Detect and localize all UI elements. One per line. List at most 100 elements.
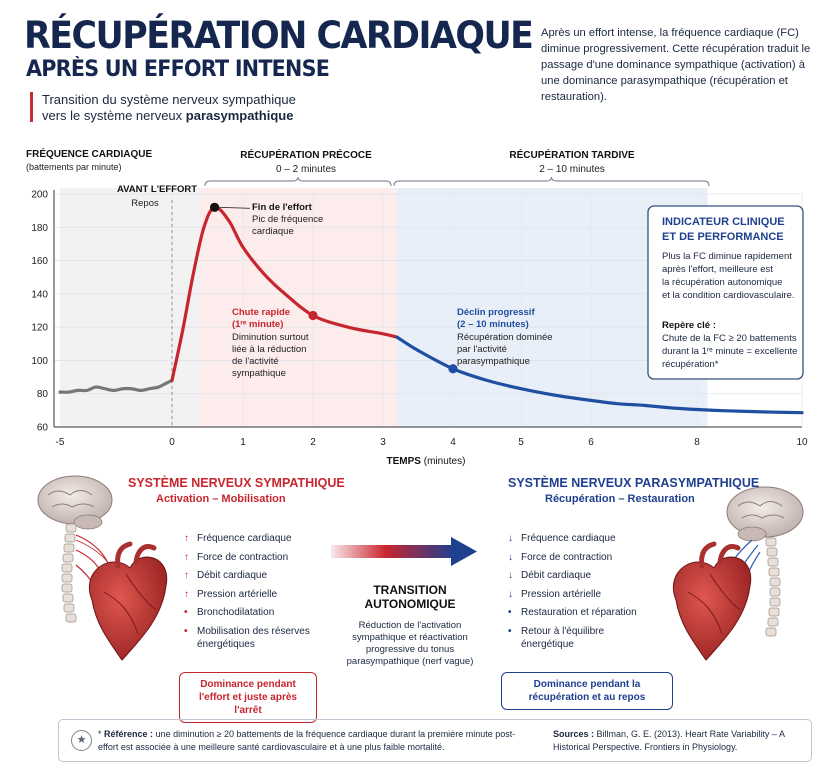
indicator-box: INDICATEUR CLINIQUE ET DE PERFORMANCE Plus… <box>647 205 804 380</box>
parasympathetic-effect-label: Pression artérielle <box>521 588 602 600</box>
parasympathetic-dominance-box: Dominance pendant la récupération et au … <box>501 672 673 710</box>
sympathetic-effect-item: ↑ Fréquence cardiaque <box>184 532 324 545</box>
phase-label-late: RÉCUPÉRATION TARDIVE <box>509 148 635 161</box>
y-axis-label: FRÉQUENCE CARDIAQUE <box>26 147 152 160</box>
bullet-icon: • <box>508 607 512 619</box>
y-tick-label: 160 <box>31 256 48 267</box>
series-line-rest <box>58 378 174 394</box>
transition-arrow-icon <box>331 537 477 566</box>
x-axis-unit: (minutes) <box>424 456 466 467</box>
y-tick-label: 200 <box>31 190 48 201</box>
parasympathetic-effect-item: ↓Débit cardiaque <box>508 569 643 582</box>
sympathetic-effect-label: Mobilisation des réserves énergétiques <box>197 625 310 650</box>
annotation-slow-text: Récupération dominée <box>457 332 553 343</box>
parasympathetic-effect-label: Force de contraction <box>521 551 613 563</box>
sympathetic-effect-label: Bronchodilatation <box>197 607 275 619</box>
sympathetic-effect-label: Pression artérielle <box>197 588 278 600</box>
sympathetic-effect-item: •Mobilisation des réserves énergétiques <box>184 625 324 651</box>
subtitle-line-2: vers le système nerveux parasympathique <box>42 108 293 123</box>
annotation-fast-text: de l'activité <box>232 356 279 367</box>
x-axis-label: TEMPS (minutes) <box>387 456 466 467</box>
indicator-key-line: durant la 1ʳᵉ minute = excellente <box>662 346 797 357</box>
x-tick-label: 1 <box>240 437 246 448</box>
sympathetic-effects-list: ↑ Fréquence cardiaque ↑ Force de contractio… <box>184 532 324 657</box>
indicator-title: ET DE PERFORMANCE <box>662 231 784 243</box>
phase-label-rest: AVANT L'EFFORT <box>117 184 197 195</box>
y-tick-label: 120 <box>31 323 48 334</box>
indicator-body-line: après l'effort, meilleure est <box>662 264 773 275</box>
parasympathetic-title: SYSTÈME NERVEUX PARASYMPATHIQUE <box>508 476 760 490</box>
y-tick-label: 180 <box>31 223 48 234</box>
sympathetic-subtitle: Activation – Mobilisation <box>156 493 286 505</box>
indicator-body-line: et la condition cardiovasculaire. <box>662 290 795 301</box>
reference-text: une diminution ≥ 20 battements de la fré… <box>98 729 516 752</box>
peak-leader-line <box>219 206 251 209</box>
spine-icon <box>61 523 77 623</box>
indicator-key-line: récupération* <box>662 359 719 370</box>
arrow-down-icon: ↓ <box>508 533 513 544</box>
annotation-slow-title: Déclin progressif <box>457 307 535 318</box>
sympathetic-title: SYSTÈME NERVEUX SYMPATHIQUE <box>128 476 345 490</box>
phase-sublabel-early: 0 – 2 minutes <box>276 164 336 175</box>
annotation-peak-title: Fin de l'effort <box>252 202 313 213</box>
subtitle-accent-bar <box>30 92 33 122</box>
x-tick-label: 2 <box>310 437 316 448</box>
annotation-slow-text: par l'activité <box>457 344 507 355</box>
phase-sublabel-late: 2 – 10 minutes <box>539 164 605 175</box>
arrow-up-icon: ↑ <box>184 551 189 563</box>
chart-series <box>58 205 804 415</box>
annotation-fast-title: (1ʳᵉ minute) <box>232 319 283 330</box>
heart-left-icon <box>89 541 168 661</box>
x-tick-label: -5 <box>56 437 65 448</box>
chart-markers <box>210 202 458 374</box>
phase-zones <box>60 188 708 427</box>
y-axis-unit: (battements par minute) <box>26 162 122 172</box>
x-tick-label: 6 <box>588 437 594 448</box>
subtitle-line-2-plain: vers le système nerveux <box>42 108 186 123</box>
annotation-peak-text: cardiaque <box>252 226 294 237</box>
arrow-down-icon: ↓ <box>508 551 513 563</box>
annotation-fast-text: Diminution surtout <box>232 332 309 343</box>
annotation-slow-title: (2 – 10 minutes) <box>457 319 529 330</box>
annotation-peak-text: Pic de fréquence <box>252 214 323 225</box>
data-point-marker <box>448 364 458 374</box>
annotation-slow-text: parasympathique <box>457 356 530 367</box>
footer-sources: Sources : Billman, G. E. (2013). Heart R… <box>553 728 803 754</box>
indicator-body-line: la récupération autonomique <box>662 277 782 288</box>
bullet-icon: • <box>184 607 188 619</box>
arrow-up-icon: ↑ <box>184 533 189 544</box>
y-tick-label: 80 <box>37 389 49 400</box>
indicator-title: INDICATEUR CLINIQUE <box>662 216 785 228</box>
sympathetic-effect-label: Force de contraction <box>197 551 289 563</box>
parasympathetic-effects-list: ↓ Fréquence cardiaque ↓ Force de contractio… <box>508 532 643 657</box>
x-tick-label: 8 <box>694 437 700 448</box>
x-tick-label: 10 <box>796 437 808 448</box>
subtitle-line-2-bold: parasympathique <box>185 108 294 123</box>
transition-description: Réduction de l'activation sympathique et… <box>346 620 474 667</box>
phase-brace-early <box>204 176 392 187</box>
spine-icon <box>765 537 781 637</box>
sympathetic-effect-label: Fréquence cardiaque <box>197 533 292 544</box>
indicator-body-line: Plus la FC diminue rapidement <box>662 251 792 262</box>
sources-label: Sources : <box>553 729 595 739</box>
parasympathetic-effect-label: Fréquence cardiaque <box>521 533 616 544</box>
indicator-key-line: Chute de la FC ≥ 20 battements <box>662 333 797 344</box>
x-tick-label: 3 <box>380 437 386 448</box>
phase-sublabel-rest: Repos <box>131 198 159 209</box>
transition-title: TRANSITION AUTONOMIQUE <box>364 583 456 611</box>
y-tick-label: 60 <box>37 423 49 434</box>
arrow-up-icon: ↑ <box>184 588 189 600</box>
parasympathetic-effect-label: Retour à l'équilibre énergétique <box>521 625 605 650</box>
sympathetic-effect-item: ↑ Force de contraction <box>184 551 324 564</box>
parasympathetic-effect-item: •Retour à l'équilibre énergétique <box>508 625 643 651</box>
parasympathetic-effect-item: •Restauration et réparation <box>508 606 643 619</box>
parasympathetic-effect-label: Débit cardiaque <box>521 570 592 582</box>
star-icon: ★ <box>71 730 92 751</box>
footer-box <box>58 719 812 762</box>
brain-spine-sympathetic-illustration <box>37 475 121 623</box>
indicator-key-label: Repère clé : <box>662 320 716 331</box>
